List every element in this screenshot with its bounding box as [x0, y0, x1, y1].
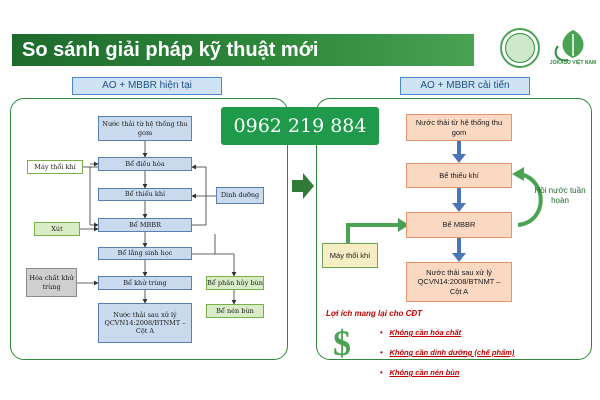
jokaso-caption: JOKASO VIỆT NAM [549, 60, 597, 66]
blower-box-current: Máy thổi khí [27, 160, 83, 174]
current-process-tag: AO + MBBR hiện tại [72, 77, 222, 95]
anoxic-tank-box-improved: Bể thiếu khí [406, 163, 512, 188]
dollar-icon: $ [333, 323, 351, 363]
benefits-list: • Không cần hóa chất • Không cần dinh dư… [380, 322, 514, 380]
page-title: So sánh giải pháp kỹ thuật mới [12, 34, 474, 66]
disinfection-tank-box: Bể khử trùng [98, 276, 192, 290]
nutrient-box: Dinh dưỡng [216, 187, 264, 204]
effluent-box-improved: Nước thải sau xử lý QCVN14:2008/BTNMT – … [406, 262, 512, 302]
disinfection-chemical-box: Hóa chất khử trùng [26, 268, 77, 297]
benefit-item: • Không cần hóa chất [380, 328, 462, 337]
benefit-item: • Không cần nén bùn [380, 368, 460, 377]
mbbr-tank-box-current: Bể MBBR [98, 218, 192, 232]
sludge-thickener-box: Bể nén bùn [206, 304, 264, 318]
source-box-current: Nước thải từ hệ thống thu gom [98, 116, 192, 141]
jokaso-leaf-logo [554, 30, 584, 62]
company-seal-logo [500, 28, 540, 68]
effluent-box-current: Nước thải sau xử lý QCVN14:2008/BTNMT – … [98, 303, 192, 343]
source-box-improved: Nước thải từ hệ thống thu gom [406, 114, 512, 141]
improved-process-tag: AO + MBBR cải tiến [400, 77, 530, 95]
phone-number-banner: 0962 219 884 [221, 107, 379, 145]
caustic-box: Xút [34, 222, 80, 236]
blower-box-improved: Máy thổi khí [322, 243, 378, 268]
mbbr-tank-box-improved: Bể MBBR [406, 212, 512, 238]
sludge-digestion-box: Bể phân hủy bùn [206, 276, 264, 290]
equalization-tank-box: Bể điều hòa [98, 157, 192, 171]
anoxic-tank-box-current: Bể thiếu khí [98, 188, 192, 201]
benefit-item: • Không cần dinh dưỡng (chế phẩm) [380, 348, 515, 357]
comparison-arrow-icon [292, 173, 314, 199]
benefits-title: Lợi ích mang lại cho CĐT [326, 309, 423, 318]
settling-tank-box: Bể lắng sinh học [98, 247, 192, 260]
recycle-label: Hồi nước tuần hoàn [534, 186, 586, 205]
